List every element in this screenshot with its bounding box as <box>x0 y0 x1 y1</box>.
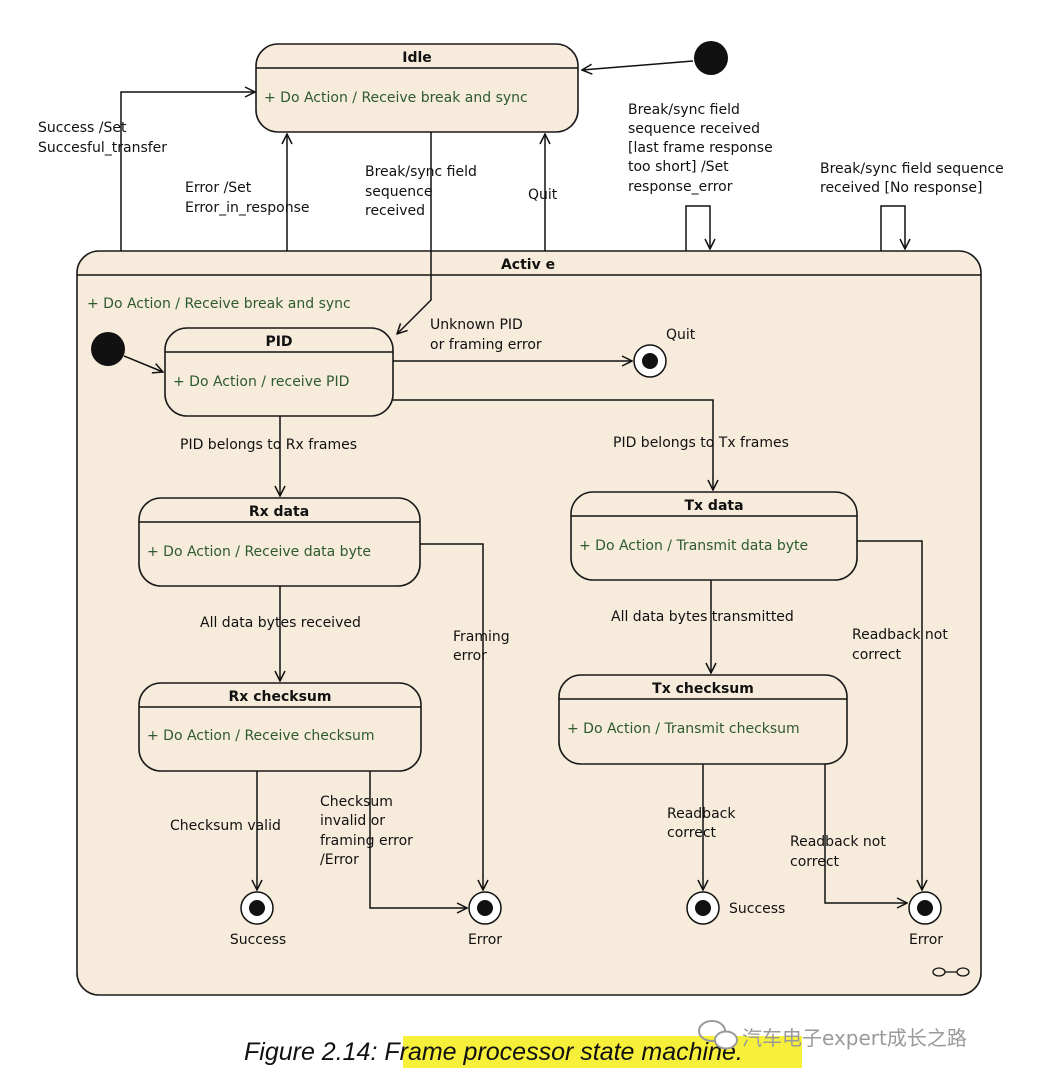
edge-tx-data-readback-error <box>857 540 922 890</box>
svg-text:Unknown PID: Unknown PID <box>430 317 523 333</box>
watermark-text: 汽车电子expert成长之路 <box>742 1026 967 1050</box>
label-readback-not-correct-1: Readback not correct <box>852 627 948 663</box>
label-unknown-pid: Unknown PID or framing error <box>430 317 542 353</box>
svg-text:correct: correct <box>667 825 717 841</box>
label-pid-rx: PID belongs to Rx frames <box>180 437 357 453</box>
state-idle-title: Idle <box>402 50 432 66</box>
edge-initial-to-pid <box>123 355 163 372</box>
state-pid-title: PID <box>265 334 292 350</box>
composite-icon <box>932 967 970 977</box>
caption-title: Frame processor state machine <box>384 1038 736 1066</box>
final-state-tx-error <box>908 891 942 925</box>
svg-text:sequence: sequence <box>365 184 432 200</box>
final-state-rx-error <box>468 891 502 925</box>
label-break-sync-seq: Break/sync field sequence received <box>365 164 477 219</box>
state-tx-data: Tx data + Do Action / Transmit data byte <box>570 491 858 581</box>
svg-text:Break/sync field sequence: Break/sync field sequence <box>820 161 1004 177</box>
initial-state-active <box>91 332 125 366</box>
label-all-rx: All data bytes received <box>200 615 361 631</box>
label-final-quit: Quit <box>666 327 696 343</box>
state-rx-data: Rx data + Do Action / Receive data byte <box>138 497 421 587</box>
label-pid-tx: PID belongs to Tx frames <box>613 435 789 451</box>
state-rx-data-title: Rx data <box>249 504 309 520</box>
state-tx-data-action: + Do Action / Transmit data byte <box>579 538 808 554</box>
state-tx-data-title: Tx data <box>684 498 743 514</box>
watermark: 汽车电子expert成长之路 <box>698 1020 967 1050</box>
wechat-icon <box>698 1020 738 1050</box>
svg-text:received: received <box>365 203 425 219</box>
state-rx-checksum: Rx checksum + Do Action / Receive checks… <box>138 682 422 772</box>
svg-text:correct: correct <box>852 647 902 663</box>
label-quit: Quit <box>528 187 558 203</box>
svg-text:framing error: framing error <box>320 833 413 849</box>
svg-text:correct: correct <box>790 854 840 870</box>
caption-prefix: Figure 2.14: <box>244 1038 384 1066</box>
label-readback-not-correct-2: Readback not correct <box>790 834 886 870</box>
svg-text:Break/sync field: Break/sync field <box>365 164 477 180</box>
state-rx-checksum-action: + Do Action / Receive checksum <box>147 728 375 744</box>
edge-tx-checksum-not-correct <box>824 764 907 903</box>
final-state-rx-success <box>240 891 274 925</box>
state-rx-data-action: + Do Action / Receive data byte <box>147 544 371 560</box>
state-active-title: Activ e <box>501 257 555 273</box>
label-last-frame-short: Break/sync field sequence received [last… <box>628 102 773 195</box>
state-active-action: + Do Action / Receive break and sync <box>87 296 351 312</box>
svg-text:/Error: /Error <box>320 852 359 868</box>
initial-state-top <box>694 41 728 75</box>
svg-text:Readback: Readback <box>667 806 736 822</box>
edge-rx-checksum-invalid <box>369 771 467 908</box>
label-checksum-valid: Checksum valid <box>170 818 281 834</box>
edge-pid-to-tx-data <box>393 399 713 490</box>
svg-text:[last frame response: [last frame response <box>628 140 773 156</box>
edge-active-success-to-idle <box>120 92 255 251</box>
state-rx-checksum-title: Rx checksum <box>229 689 332 705</box>
final-state-tx-success <box>686 891 720 925</box>
svg-text:Readback not: Readback not <box>852 627 948 643</box>
label-rx-error: Error <box>468 932 502 948</box>
svg-text:Success /Set: Success /Set <box>38 120 127 136</box>
label-error-set: Error /Set Error_in_response <box>185 180 309 216</box>
state-pid: PID + Do Action / receive PID <box>164 327 394 417</box>
state-tx-checksum-title: Tx checksum <box>652 681 754 697</box>
label-no-response: Break/sync field sequence received [No r… <box>820 161 1004 196</box>
label-success-set: Success /Set Succesful_transfer <box>38 120 167 156</box>
edge-rx-data-framing-error <box>420 543 483 890</box>
label-framing-error: Framing error <box>453 629 510 664</box>
state-tx-checksum: Tx checksum + Do Action / Transmit check… <box>558 674 848 765</box>
svg-text:Error /Set: Error /Set <box>185 180 252 196</box>
state-idle-action: + Do Action / Receive break and sync <box>264 90 528 106</box>
edge-self-loop-last-frame <box>685 205 710 251</box>
svg-text:Break/sync field: Break/sync field <box>628 102 740 118</box>
caption-suffix: . <box>736 1038 743 1066</box>
svg-text:Framing: Framing <box>453 629 510 645</box>
edge-self-loop-no-response <box>880 205 905 251</box>
label-tx-success: Success <box>729 901 785 917</box>
state-active: Activ e + Do Action / Receive break and … <box>76 250 982 996</box>
svg-text:response_error: response_error <box>628 179 733 195</box>
label-readback-correct: Readback correct <box>667 806 736 841</box>
svg-text:invalid or: invalid or <box>320 813 385 829</box>
edge-idle-to-pid <box>397 132 432 334</box>
label-tx-error: Error <box>909 932 943 948</box>
svg-text:sequence received: sequence received <box>628 121 760 137</box>
svg-text:Readback not: Readback not <box>790 834 886 850</box>
svg-text:or framing error: or framing error <box>430 337 542 353</box>
svg-text:Succesful_transfer: Succesful_transfer <box>38 140 167 156</box>
state-tx-checksum-action: + Do Action / Transmit checksum <box>567 721 800 737</box>
svg-text:received [No response]: received [No response] <box>820 180 983 196</box>
svg-text:Checksum: Checksum <box>320 794 393 810</box>
svg-text:error: error <box>453 648 487 664</box>
svg-text:Error_in_response: Error_in_response <box>185 200 309 216</box>
state-idle: Idle + Do Action / Receive break and syn… <box>255 43 579 133</box>
label-rx-success: Success <box>230 932 286 948</box>
final-state-quit <box>633 344 667 378</box>
edge-initial-to-idle <box>582 60 694 70</box>
state-pid-action: + Do Action / receive PID <box>173 374 349 390</box>
svg-text:too short] /Set: too short] /Set <box>628 159 729 175</box>
figure-caption: Figure 2.14: Frame processor state machi… <box>244 1038 743 1066</box>
label-all-tx: All data bytes transmitted <box>611 609 794 625</box>
label-checksum-invalid: Checksum invalid or framing error /Error <box>320 794 413 868</box>
